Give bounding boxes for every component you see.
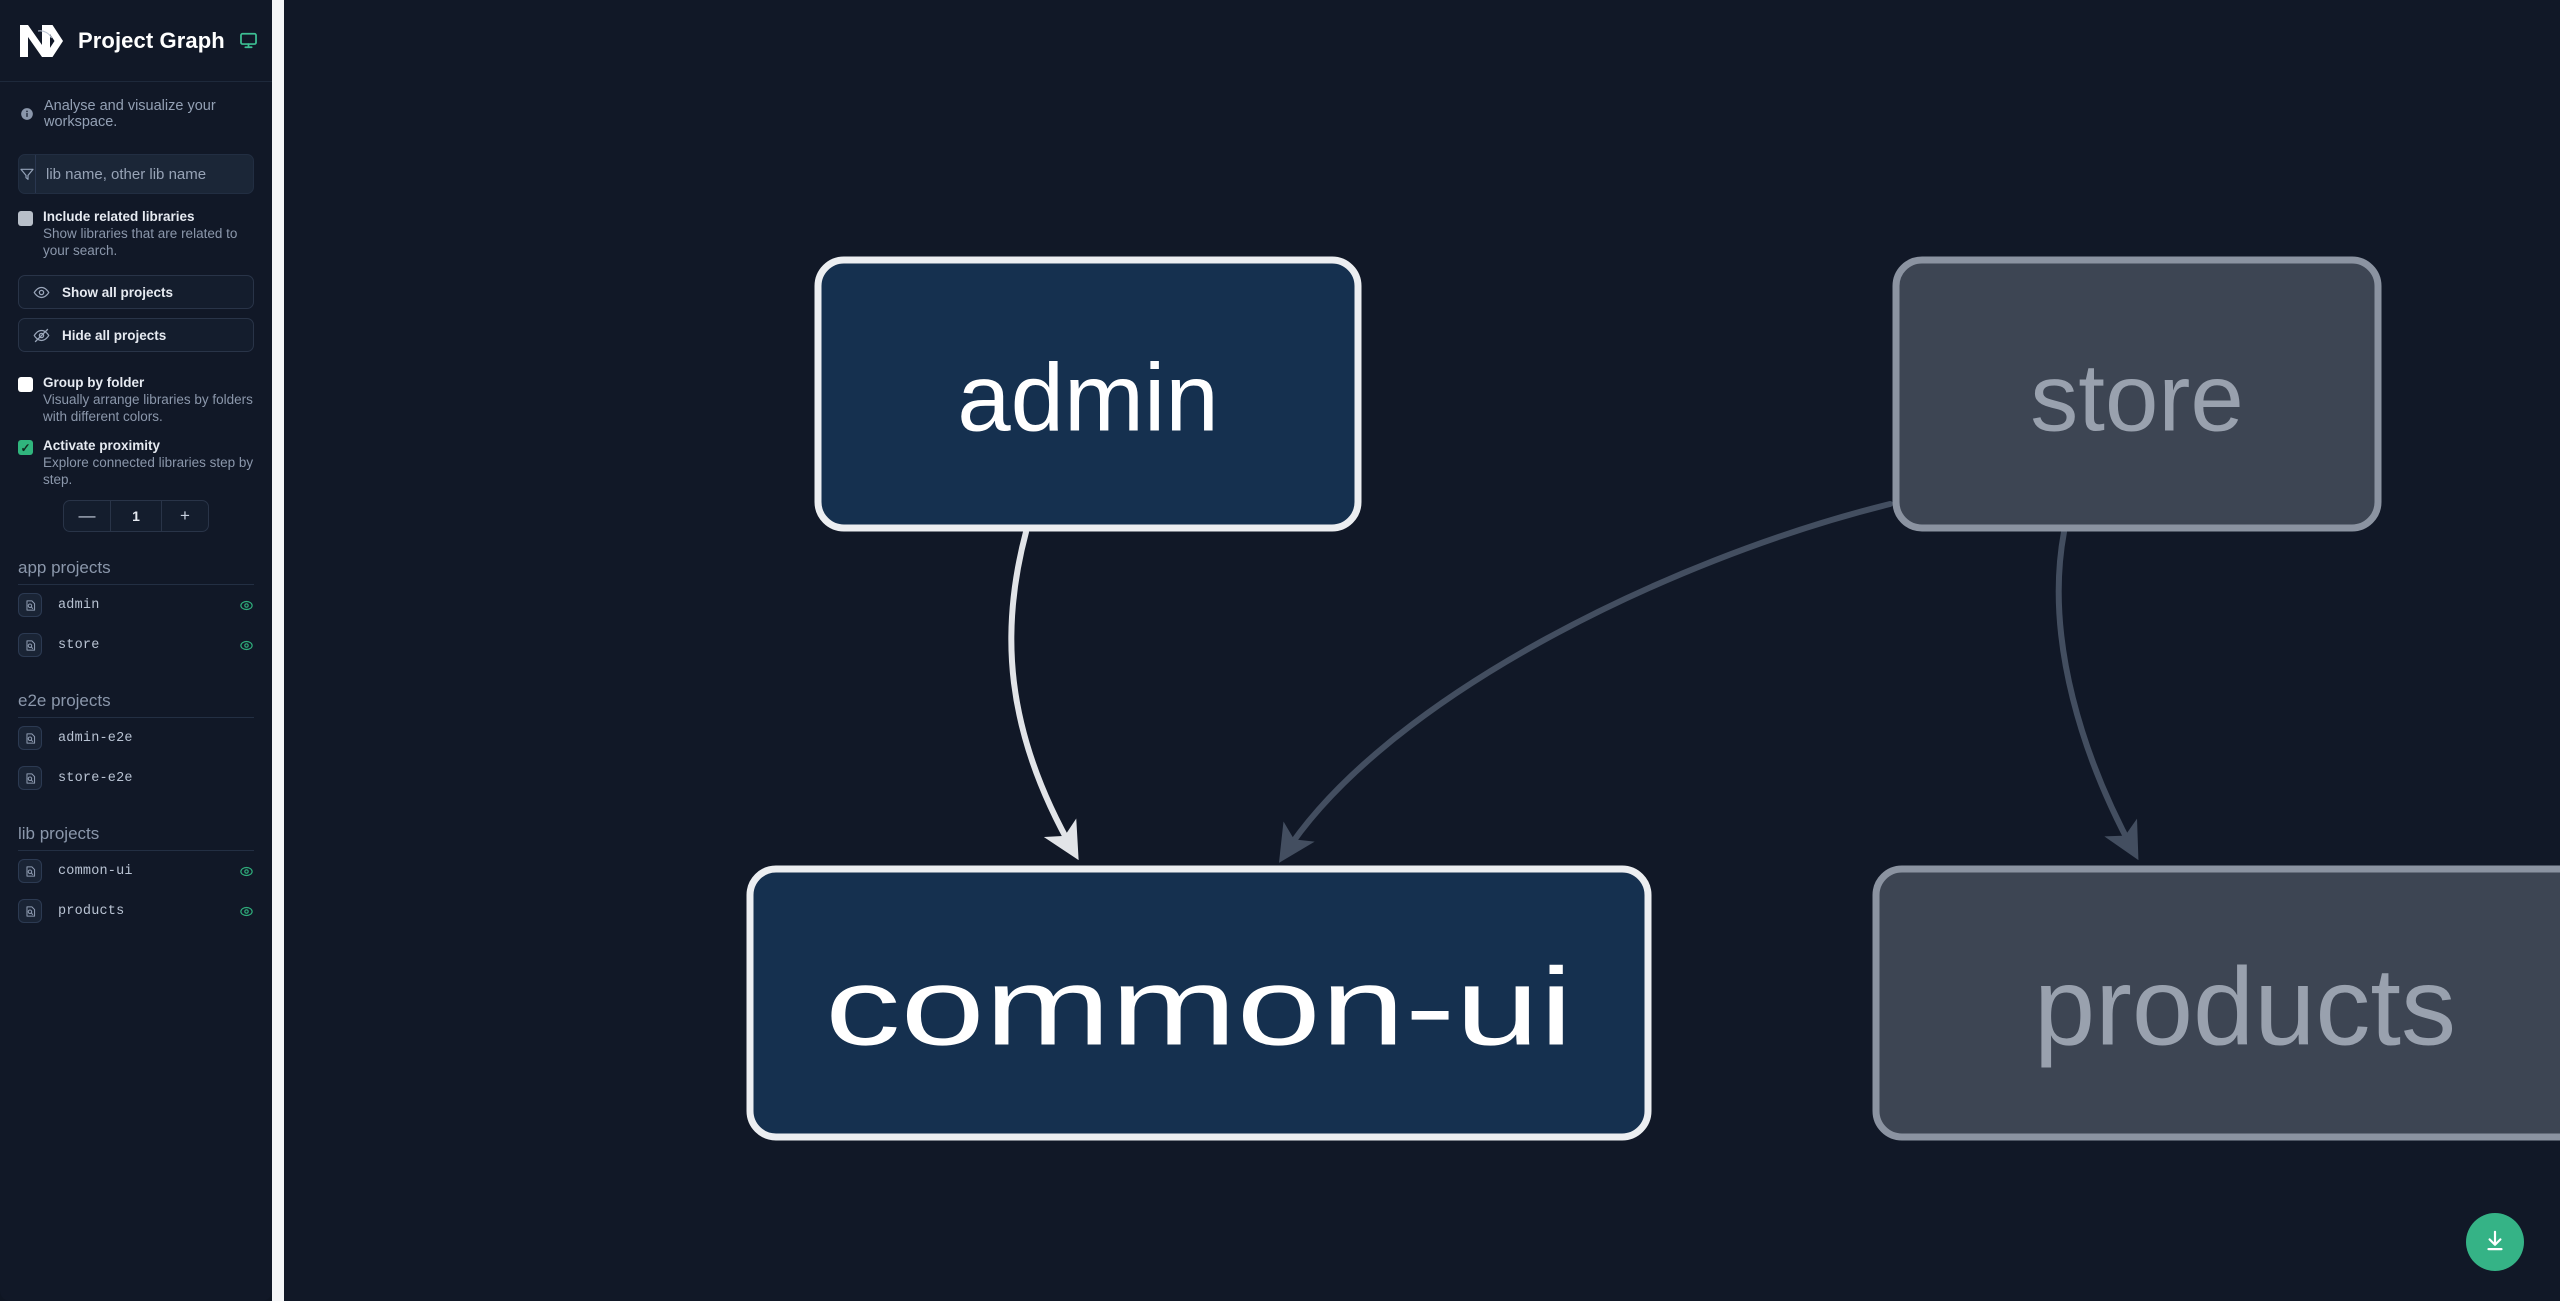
show-all-projects-button[interactable]: Show all projects	[18, 275, 254, 309]
project-row-common-ui[interactable]: common-ui	[18, 851, 254, 891]
monitor-icon[interactable]	[239, 31, 258, 50]
project-row-store-e2e[interactable]: store-e2e	[18, 758, 254, 798]
proximity-stepper-container: — 1 +	[0, 488, 272, 532]
activate-proximity-checkbox[interactable]: ✓	[18, 440, 33, 455]
graph-node-shape[interactable]	[814, 256, 1362, 532]
search-input[interactable]	[36, 155, 253, 193]
search-container	[0, 140, 272, 194]
page-title: Project Graph	[78, 27, 225, 53]
include-related-libraries-option[interactable]: Include related libraries Show libraries…	[0, 194, 272, 259]
graph-node-shape[interactable]	[1892, 256, 2382, 532]
hide-all-projects-button[interactable]: Hide all projects	[18, 318, 254, 352]
group-by-folder-option[interactable]: Group by folder Visually arrange librari…	[0, 352, 272, 425]
project-group-app: app projects admin store	[0, 558, 272, 665]
group-by-folder-desc: Visually arrange libraries by folders wi…	[43, 392, 253, 424]
graph-edge-store-to-products	[2055, 529, 2139, 861]
search-box[interactable]	[18, 154, 254, 194]
filter-icon	[19, 155, 36, 193]
eye-circle-icon[interactable]	[239, 864, 254, 879]
project-row-products[interactable]: products	[18, 891, 254, 931]
project-icon	[18, 766, 42, 790]
proximity-increment-button[interactable]: +	[162, 501, 208, 531]
graph-node-shape[interactable]	[746, 865, 1652, 1141]
project-name: products	[58, 903, 125, 919]
project-icon	[18, 859, 42, 883]
project-row-store[interactable]: store	[18, 625, 254, 665]
graph-node-label: admin	[957, 345, 1218, 452]
project-name: admin	[58, 597, 100, 613]
include-related-desc: Show libraries that are related to your …	[43, 226, 238, 258]
visibility-buttons: Show all projects Hide all projects	[0, 259, 272, 352]
activate-proximity-desc: Explore connected libraries step by step…	[43, 455, 254, 487]
project-group-e2e: e2e projects admin-e2e store-e2e	[0, 691, 272, 798]
graph-edge-store-to-common-ui	[1278, 501, 1893, 863]
project-group-title: e2e projects	[18, 691, 254, 718]
eye-icon	[33, 284, 50, 301]
graph-node-label: common-ui	[825, 946, 1573, 1069]
eye-circle-icon[interactable]	[239, 598, 254, 613]
project-group-title: app projects	[18, 558, 254, 585]
sidebar-resize-handle[interactable]	[272, 0, 284, 1301]
project-icon	[18, 593, 42, 617]
eye-circle-icon[interactable]	[239, 904, 254, 919]
download-icon	[2482, 1228, 2508, 1257]
graph-node-label: store	[2030, 345, 2243, 452]
proximity-value: 1	[110, 501, 162, 531]
tagline-text: Analyse and visualize your workspace.	[44, 98, 216, 130]
check-icon: ✓	[20, 440, 31, 455]
show-all-projects-label: Show all projects	[62, 284, 174, 300]
proximity-decrement-button[interactable]: —	[64, 501, 110, 531]
project-name: store	[58, 637, 100, 653]
graph-node-common-ui[interactable]: common-ui	[746, 865, 1652, 1141]
tagline: Analyse and visualize your workspace.	[0, 82, 272, 140]
project-row-admin-e2e[interactable]: admin-e2e	[18, 718, 254, 758]
graph-nodes: admin store common-ui products	[746, 256, 2560, 1141]
project-icon	[18, 726, 42, 750]
project-group-title: lib projects	[18, 824, 254, 851]
activate-proximity-option[interactable]: ✓ Activate proximity Explore connected l…	[0, 425, 272, 488]
project-name: common-ui	[58, 863, 133, 879]
sidebar-header: Project Graph	[0, 0, 272, 82]
graph-edge-admin-to-common-ui	[1008, 529, 1079, 861]
nx-logo-icon	[18, 21, 64, 61]
project-row-admin[interactable]: admin	[18, 585, 254, 625]
eye-off-icon	[33, 327, 50, 344]
info-icon	[20, 107, 34, 121]
eye-circle-icon[interactable]	[239, 638, 254, 653]
download-graph-button[interactable]	[2466, 1213, 2524, 1271]
graph-node-label: products	[2034, 946, 2456, 1069]
hide-all-projects-label: Hide all projects	[62, 327, 167, 343]
project-name: store-e2e	[58, 770, 133, 786]
include-related-checkbox[interactable]	[18, 211, 33, 226]
group-by-folder-checkbox[interactable]	[18, 377, 33, 392]
graph-node-store[interactable]: store	[1892, 256, 2382, 532]
graph-canvas[interactable]: admin store common-ui products	[284, 0, 2560, 1301]
graph-node-shape[interactable]	[1872, 865, 2560, 1141]
sidebar: Project Graph Analyse and visualize your…	[0, 0, 272, 1301]
project-name: admin-e2e	[58, 730, 133, 746]
group-by-folder-label: Group by folder	[43, 375, 145, 390]
project-icon	[18, 899, 42, 923]
graph-node-admin[interactable]: admin	[814, 256, 1362, 532]
graph-node-products[interactable]: products	[1872, 865, 2560, 1141]
proximity-stepper: — 1 +	[63, 500, 209, 532]
project-icon	[18, 633, 42, 657]
include-related-label: Include related libraries	[43, 209, 195, 224]
graph-edges	[1008, 501, 2139, 863]
project-groups: app projects admin store e2e projects admin-…	[0, 558, 272, 931]
graph-svg: admin store common-ui products	[746, 256, 2560, 1141]
activate-proximity-label: Activate proximity	[43, 438, 161, 453]
project-group-lib: lib projects common-ui products	[0, 824, 272, 931]
